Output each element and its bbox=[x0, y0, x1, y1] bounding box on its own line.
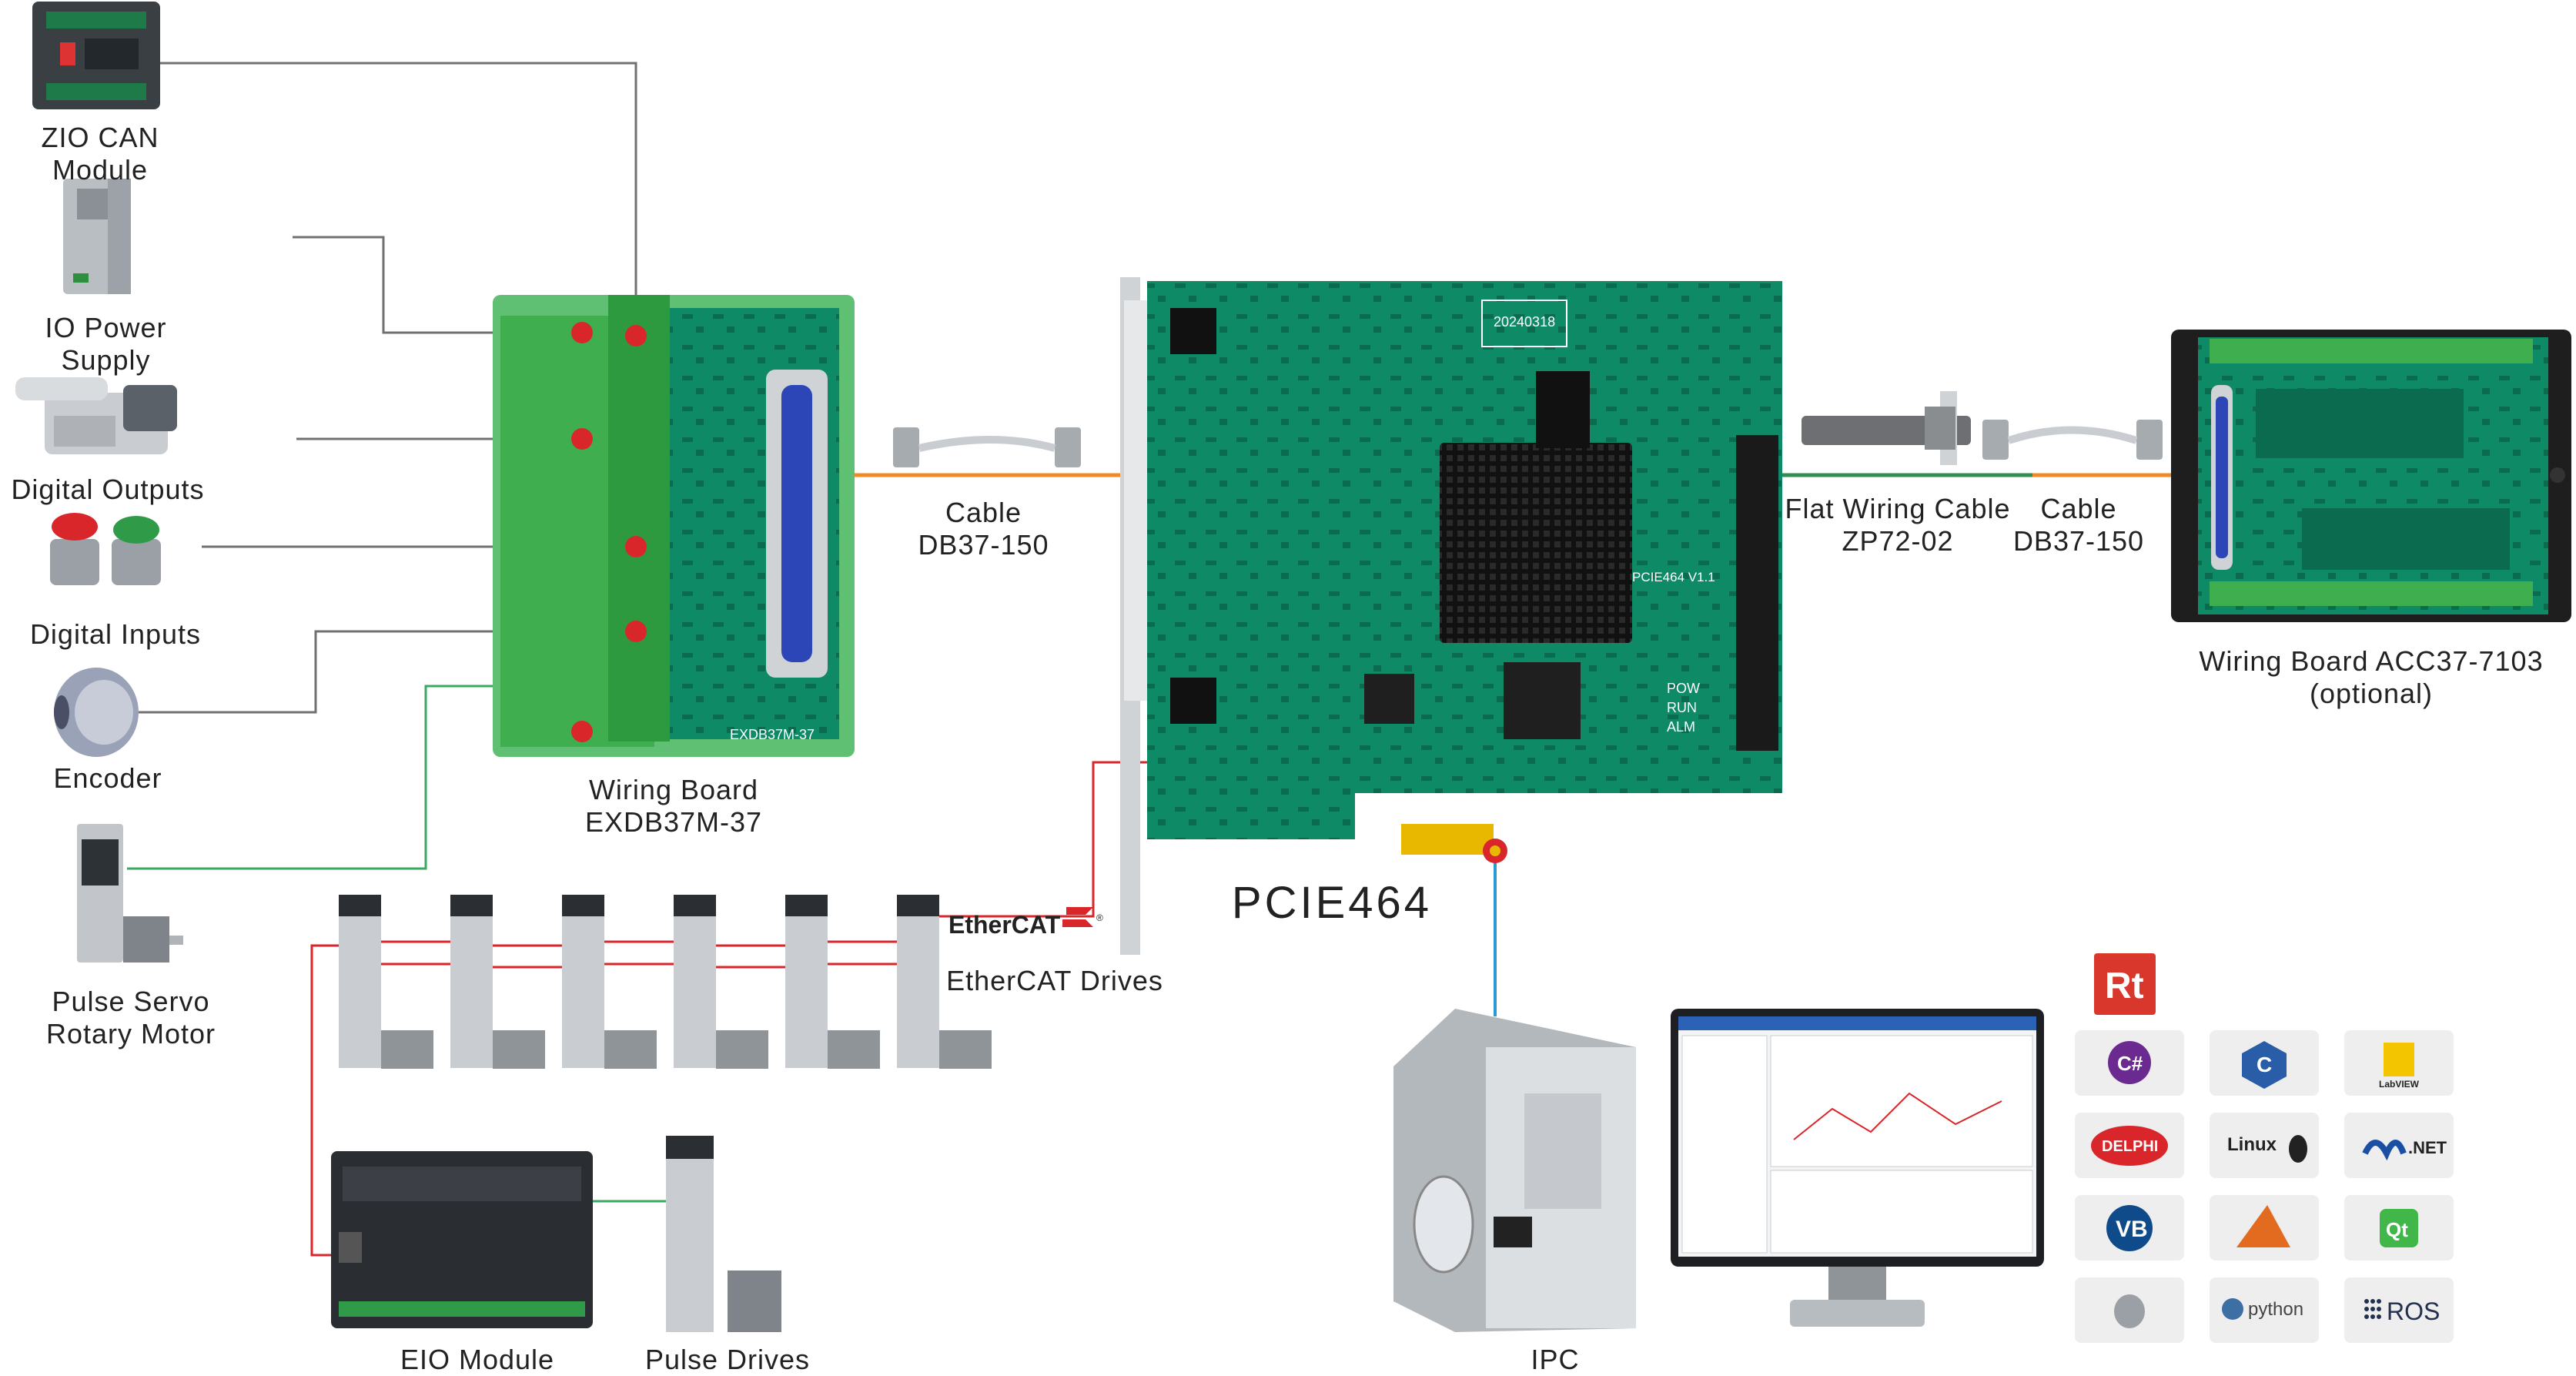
label-digital-inputs: Digital Inputs bbox=[8, 618, 223, 651]
ethercat-logo-text: EtherCAT bbox=[948, 911, 1061, 939]
cable-right-text-2: DB37-150 bbox=[2012, 525, 2145, 557]
delphi-icon-text: DELPHI bbox=[2102, 1138, 2158, 1155]
cable-right-text-1: Cable bbox=[2040, 493, 2117, 524]
digital-outputs-text: Digital Outputs bbox=[11, 474, 205, 505]
dotnet-icon-text: .NET bbox=[2408, 1138, 2447, 1157]
cable-left-text-1: Cable bbox=[945, 497, 1022, 528]
led-alm-label: ALM bbox=[1667, 719, 1695, 735]
qt-icon-text: Qt bbox=[2386, 1218, 2408, 1241]
pulse-servo-text-2: Rotary Motor bbox=[45, 1018, 216, 1050]
flat-cable-text-2: ZP72-02 bbox=[1842, 525, 1954, 557]
cable-left-text-2: DB37-150 bbox=[918, 529, 1049, 561]
ethercat-drive-3 bbox=[562, 895, 657, 1069]
cable-db37-150-left-image bbox=[893, 427, 1081, 467]
led-run-label: RUN bbox=[1667, 700, 1697, 715]
rt-icon bbox=[2094, 953, 2156, 1015]
python-icon bbox=[2210, 1277, 2319, 1343]
label-encoder: Encoder bbox=[31, 762, 185, 795]
ethercat-drive-4 bbox=[674, 895, 768, 1069]
io-power-supply-image bbox=[63, 179, 131, 294]
wiring-board-text-1: Wiring Board bbox=[588, 774, 759, 805]
wiring-board-text-2: EXDB37M-37 bbox=[584, 806, 763, 838]
label-ethercat-drives: EtherCAT Drives bbox=[943, 965, 1166, 997]
label-zio-can-module: ZIO CAN Module bbox=[0, 122, 200, 186]
csharp-icon-text: C# bbox=[2117, 1052, 2143, 1075]
label-flat-wiring-cable: Flat Wiring Cable ZP72-02 bbox=[1775, 493, 2021, 557]
flat-cable-text-1: Flat Wiring Cable bbox=[1785, 493, 2011, 524]
label-cable-left: Cable DB37-150 bbox=[893, 497, 1074, 561]
label-ipc: IPC bbox=[1509, 1344, 1601, 1376]
label-wiring-board-exdb: Wiring Board EXDB37M-37 bbox=[554, 774, 793, 839]
pulse-servo-motor-image bbox=[77, 824, 183, 963]
c-icon-text: C bbox=[2257, 1053, 2272, 1076]
label-pulse-servo: Pulse Servo Rotary Motor bbox=[31, 986, 231, 1050]
pcie-version-silk: PCIE464 V1.1 bbox=[1632, 570, 1715, 584]
label-pulse-drives: Pulse Drives bbox=[631, 1344, 824, 1376]
ros-icon-text: ROS bbox=[2387, 1297, 2440, 1325]
vb-icon-text: VB bbox=[2116, 1217, 2148, 1242]
pcie-date-label: 20240318 bbox=[1494, 314, 1555, 330]
ros-icon bbox=[2344, 1277, 2454, 1343]
label-wiring-board-acc: Wiring Board ACC37-7103 (optional) bbox=[2194, 645, 2548, 710]
linux-icon bbox=[2210, 1113, 2319, 1178]
label-digital-outputs: Digital Outputs bbox=[0, 474, 216, 506]
zio-can-text: ZIO CAN Module bbox=[41, 122, 159, 186]
monitor-image bbox=[1671, 1009, 2044, 1327]
ipc-text: IPC bbox=[1531, 1344, 1580, 1375]
python-icon-text: python bbox=[2248, 1299, 2303, 1320]
ethercat-drive-6 bbox=[897, 895, 992, 1069]
ethercat-drive-1 bbox=[339, 895, 433, 1069]
encoder-image bbox=[54, 668, 139, 757]
eio-module-text: EIO Module bbox=[400, 1344, 555, 1375]
cable-db37-150-right-image bbox=[1982, 420, 2163, 460]
ethercat-logo: EtherCAT ® bbox=[948, 907, 1103, 939]
linux-icon-text: Linux bbox=[2227, 1134, 2277, 1155]
pulse-drives-text: Pulse Drives bbox=[644, 1344, 811, 1375]
label-eio-module: EIO Module bbox=[377, 1344, 577, 1376]
digital-inputs-text: Digital Inputs bbox=[29, 618, 202, 650]
label-io-power-supply: IO Power Supply bbox=[0, 312, 212, 377]
pcie464-card: 20240318 PCIE464 V1.1 POW RUN ALM bbox=[1120, 277, 1782, 955]
ethercat-drive-row bbox=[339, 895, 992, 1069]
pulse-servo-text-1: Pulse Servo bbox=[52, 986, 210, 1017]
zio-can-module-image bbox=[32, 2, 160, 109]
wiring-board-acc37-7103 bbox=[2171, 330, 2571, 622]
wiring-board-exdb37m-37: EXDB37M-37 bbox=[493, 295, 855, 757]
ethercat-logo-mark: ® bbox=[1096, 912, 1103, 923]
flat-wiring-cable-image bbox=[1802, 391, 1971, 465]
ipc-image bbox=[1393, 1009, 1636, 1332]
digital-inputs-image bbox=[50, 513, 161, 585]
rt-icon-text: Rt bbox=[2105, 966, 2144, 1006]
software-icon-grid: Rt C# C LabVIEW DELPHI Linux .NET VB Qt … bbox=[2075, 953, 2454, 1343]
product-title-text: PCIE464 bbox=[1231, 878, 1433, 928]
ethercat-drives-text: EtherCAT Drives bbox=[946, 965, 1163, 996]
digital-outputs-image bbox=[15, 377, 177, 454]
encoder-text: Encoder bbox=[53, 762, 162, 794]
io-power-text: IO Power Supply bbox=[45, 312, 167, 376]
pulse-drives-image bbox=[666, 1136, 781, 1332]
ethercat-drive-5 bbox=[785, 895, 880, 1069]
acc-board-text-1: Wiring Board ACC37-7103 bbox=[2199, 645, 2544, 677]
led-pow-label: POW bbox=[1667, 681, 1700, 696]
ethercat-drive-2 bbox=[450, 895, 545, 1069]
eio-module-image bbox=[331, 1151, 593, 1328]
label-cable-right: Cable DB37-150 bbox=[1986, 493, 2171, 557]
labview-icon-text: LabVIEW bbox=[2379, 1079, 2420, 1090]
exdb-silkscreen: EXDB37M-37 bbox=[730, 727, 815, 742]
acc-board-text-2: (optional) bbox=[2309, 678, 2434, 709]
product-title: PCIE464 bbox=[1224, 878, 1440, 928]
